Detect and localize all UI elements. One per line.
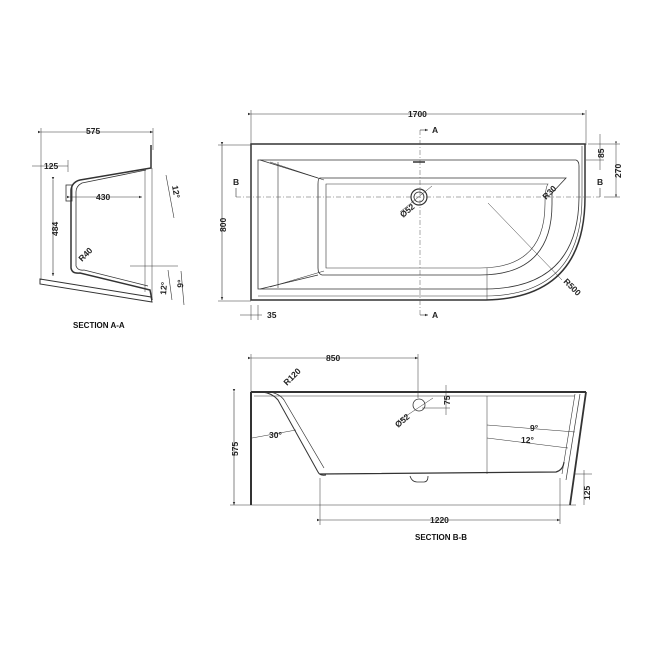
svg-text:9°: 9° [175,279,186,289]
section-b-b-labels: 850 R120 575 30° Ø52 75 9° 12° 1220 125 … [230,353,592,542]
svg-text:12°: 12° [170,185,182,200]
svg-text:R40: R40 [76,245,94,263]
section-mark-b-right: B [597,177,603,187]
section-mark-a-top: A [432,125,438,135]
svg-text:R500: R500 [562,276,584,298]
plan-view-labels: 1700 800 35 85 270 Ø52 R30 R500 A A B B [218,109,623,320]
svg-text:800: 800 [218,218,228,232]
svg-text:270: 270 [613,164,623,178]
svg-text:35: 35 [267,310,277,320]
svg-text:850: 850 [326,353,340,363]
svg-text:484: 484 [50,222,60,236]
svg-text:75: 75 [442,395,452,405]
svg-text:9°: 9° [530,423,539,433]
svg-text:1700: 1700 [408,109,427,119]
svg-text:575: 575 [86,126,100,136]
svg-text:12°: 12° [521,435,534,445]
svg-text:Ø52: Ø52 [398,201,417,219]
section-b-b-title: SECTION B-B [415,533,467,542]
svg-text:575: 575 [230,442,240,456]
section-mark-a-bottom: A [432,310,438,320]
svg-text:85: 85 [596,148,606,158]
svg-text:12°: 12° [158,281,169,295]
svg-text:R30: R30 [540,183,558,201]
plan-view [218,110,620,320]
svg-text:R120: R120 [281,366,303,388]
section-a-a [32,128,185,306]
section-mark-b-left: B [233,177,239,187]
svg-text:125: 125 [44,161,58,171]
svg-text:30°: 30° [269,430,282,440]
svg-text:125: 125 [582,486,592,500]
section-a-a-title: SECTION A-A [73,321,125,330]
svg-text:1220: 1220 [430,515,449,525]
section-b-b [230,354,592,525]
section-a-a-labels: 575 125 430 484 R40 12° 12° 9° SECTION A… [44,126,186,330]
svg-text:430: 430 [96,192,110,202]
